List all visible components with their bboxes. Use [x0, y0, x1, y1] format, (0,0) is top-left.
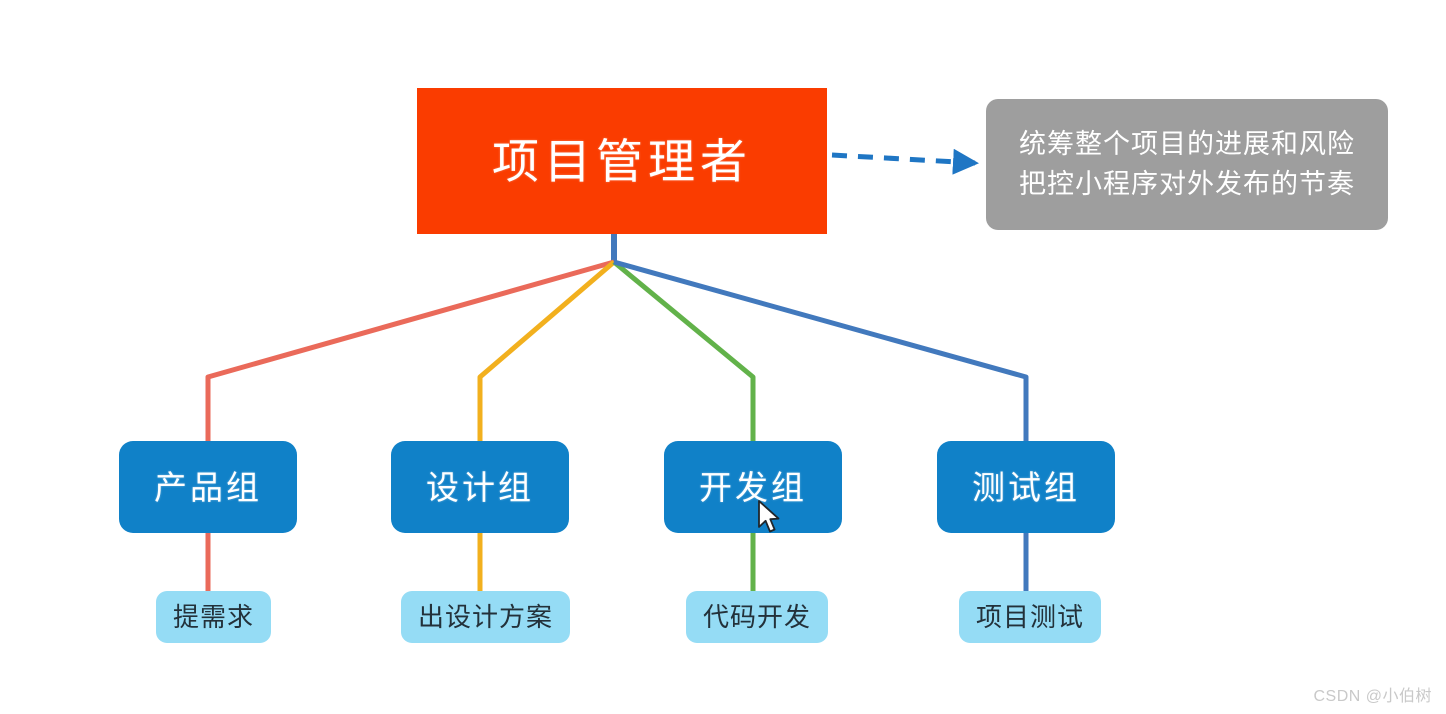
- group-node-testing[interactable]: 测试组: [937, 441, 1115, 533]
- leaf-node-project-testing[interactable]: 项目测试: [959, 591, 1102, 643]
- group-node-development[interactable]: 开发组: [664, 441, 842, 533]
- group-node-label: 产品组: [154, 468, 262, 506]
- annotation-arrow: [831, 148, 979, 175]
- root-node-project-manager[interactable]: 项目管理者: [417, 88, 827, 234]
- watermark: CSDN @小伯树: [1313, 688, 1432, 705]
- leaf-node-requirements[interactable]: 提需求: [156, 591, 272, 643]
- group-node-label: 设计组: [426, 468, 534, 506]
- group-node-label: 测试组: [972, 468, 1080, 506]
- group-node-design[interactable]: 设计组: [391, 441, 569, 533]
- leaf-node-code-development[interactable]: 代码开发: [686, 591, 829, 643]
- edge-hub-to-group-2: [477, 260, 616, 441]
- annotation-callout: 统筹整个项目的进展和风险 把控小程序对外发布的节奏: [986, 99, 1388, 230]
- edge-hub-to-group-4: [613, 259, 1029, 441]
- leaf-node-label: 项目测试: [976, 602, 1085, 632]
- group-node-product[interactable]: 产品组: [119, 441, 297, 533]
- mouse-pointer-icon: [758, 500, 780, 533]
- edge-hub-to-group-1: [205, 259, 615, 441]
- root-node-label: 项目管理者: [492, 134, 752, 188]
- annotation-line-1: 统筹整个项目的进展和风险: [1019, 129, 1355, 160]
- leaf-node-design-plan[interactable]: 出设计方案: [401, 591, 571, 643]
- edge-hub-to-group-3: [612, 260, 756, 441]
- leaf-node-label: 出设计方案: [418, 602, 554, 632]
- annotation-line-2: 把控小程序对外发布的节奏: [1019, 168, 1355, 199]
- leaf-node-label: 提需求: [173, 602, 255, 632]
- group-node-label: 开发组: [699, 468, 807, 506]
- leaf-node-label: 代码开发: [703, 602, 812, 632]
